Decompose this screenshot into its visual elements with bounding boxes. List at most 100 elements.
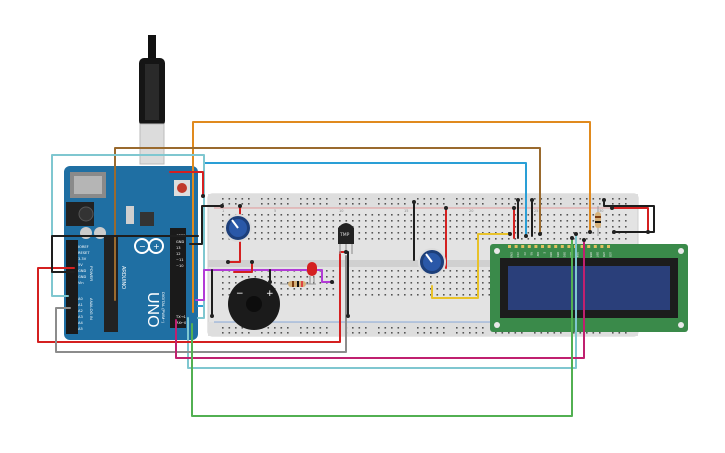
breadboard-hole [495, 220, 497, 222]
breadboard-hole [462, 332, 465, 334]
breadboard-hole [391, 288, 393, 290]
breadboard-hole [326, 327, 328, 329]
breadboard-hole [267, 232, 270, 234]
lcd-pin [527, 245, 531, 248]
breadboard-hole [592, 226, 595, 228]
breadboard-hole [430, 276, 432, 278]
breadboard-hole [592, 214, 595, 216]
breadboard-hole [404, 282, 406, 284]
breadboard-hole [592, 198, 595, 200]
breadboard-hole [462, 238, 465, 240]
lcd-pin-label: GND [510, 252, 514, 258]
breadboard-hole [358, 288, 361, 290]
breadboard-hole [521, 220, 523, 222]
lcd-pin [567, 245, 571, 248]
breadboard-hole [280, 294, 283, 296]
breadboard-hole [397, 282, 400, 284]
breadboard-hole [280, 288, 283, 290]
breadboard-hole [449, 232, 452, 234]
breadboard-hole [566, 232, 569, 234]
breadboard-hole [488, 288, 491, 290]
breadboard-hole [358, 220, 361, 222]
wire-end-dot [412, 200, 416, 204]
breadboard-hole [339, 220, 341, 222]
breadboard-hole [430, 288, 432, 290]
breadboard-hole [319, 327, 322, 329]
breadboard-hole [261, 276, 263, 278]
breadboard-hole [300, 198, 302, 200]
breadboard-hole [300, 288, 302, 290]
breadboard-hole [482, 270, 484, 272]
breadboard-hole [423, 220, 426, 222]
breadboard-hole [469, 214, 471, 216]
lcd-pin-label: DB4 [576, 252, 580, 258]
breadboard-hole [599, 198, 601, 200]
breadboard-col-label: 25 [534, 209, 538, 213]
potentiometer-1[interactable] [224, 214, 252, 242]
breadboard-hole [391, 270, 393, 272]
lcd-pin-label: LED [609, 252, 613, 257]
wire-end-dot [512, 206, 516, 210]
breadboard-hole [248, 203, 250, 205]
breadboard-hole [352, 276, 354, 278]
breadboard-hole [410, 226, 413, 228]
breadboard-hole [443, 203, 445, 205]
breadboard-hole [501, 214, 504, 216]
breadboard-hole [391, 214, 393, 216]
breadboard-hole [228, 294, 231, 296]
breadboard-hole [365, 270, 367, 272]
breadboard-hole [423, 332, 426, 334]
wire-end-dot [538, 232, 542, 236]
breadboard-hole [326, 203, 328, 205]
breadboard-hole [352, 332, 354, 334]
breadboard-hole [358, 332, 361, 334]
arduino-model-label: ARDUINO [120, 266, 126, 289]
breadboard-hole [534, 214, 536, 216]
breadboard-hole [449, 238, 452, 240]
breadboard-hole [501, 203, 504, 205]
breadboard-hole [371, 294, 374, 296]
breadboard-hole [267, 214, 270, 216]
breadboard-hole [287, 203, 289, 205]
breadboard-hole [456, 203, 458, 205]
breadboard-hole [222, 220, 224, 222]
breadboard-hole [579, 232, 582, 234]
breadboard-hole [332, 288, 335, 290]
breadboard-hole [417, 232, 419, 234]
wire-end-dot [610, 206, 614, 210]
breadboard-hole [514, 203, 517, 205]
uno-brand-label: UNO [144, 292, 161, 328]
breadboard-hole [391, 238, 393, 240]
breadboard-hole [469, 226, 471, 228]
breadboard-hole [462, 198, 465, 200]
breadboard-hole [586, 226, 588, 228]
breadboard-hole [306, 332, 309, 334]
breadboard-hole [521, 198, 523, 200]
breadboard-hole [358, 226, 361, 228]
breadboard-hole [358, 276, 361, 278]
breadboard-hole [280, 276, 283, 278]
potentiometer-2[interactable] [418, 248, 446, 276]
digital-pins-label: DIGITAL (PWM~) [161, 292, 166, 324]
breadboard-hole [228, 282, 231, 284]
breadboard-hole [592, 232, 595, 234]
reset-button[interactable] [177, 183, 187, 193]
breadboard-col-label: 10 [339, 209, 343, 213]
breadboard-hole [319, 282, 322, 284]
breadboard-hole [326, 226, 328, 228]
breadboard-hole [274, 232, 276, 234]
breadboard-hole [469, 220, 471, 222]
breadboard-hole [495, 214, 497, 216]
breadboard-hole [430, 214, 432, 216]
breadboard-hole [560, 203, 562, 205]
breadboard-hole [514, 238, 517, 240]
breadboard-hole [553, 226, 556, 228]
breadboard-hole [228, 288, 231, 290]
breadboard-hole [371, 220, 374, 222]
breadboard-hole [430, 226, 432, 228]
breadboard-hole [228, 203, 231, 205]
breadboard-hole [300, 220, 302, 222]
breadboard-hole [482, 226, 484, 228]
